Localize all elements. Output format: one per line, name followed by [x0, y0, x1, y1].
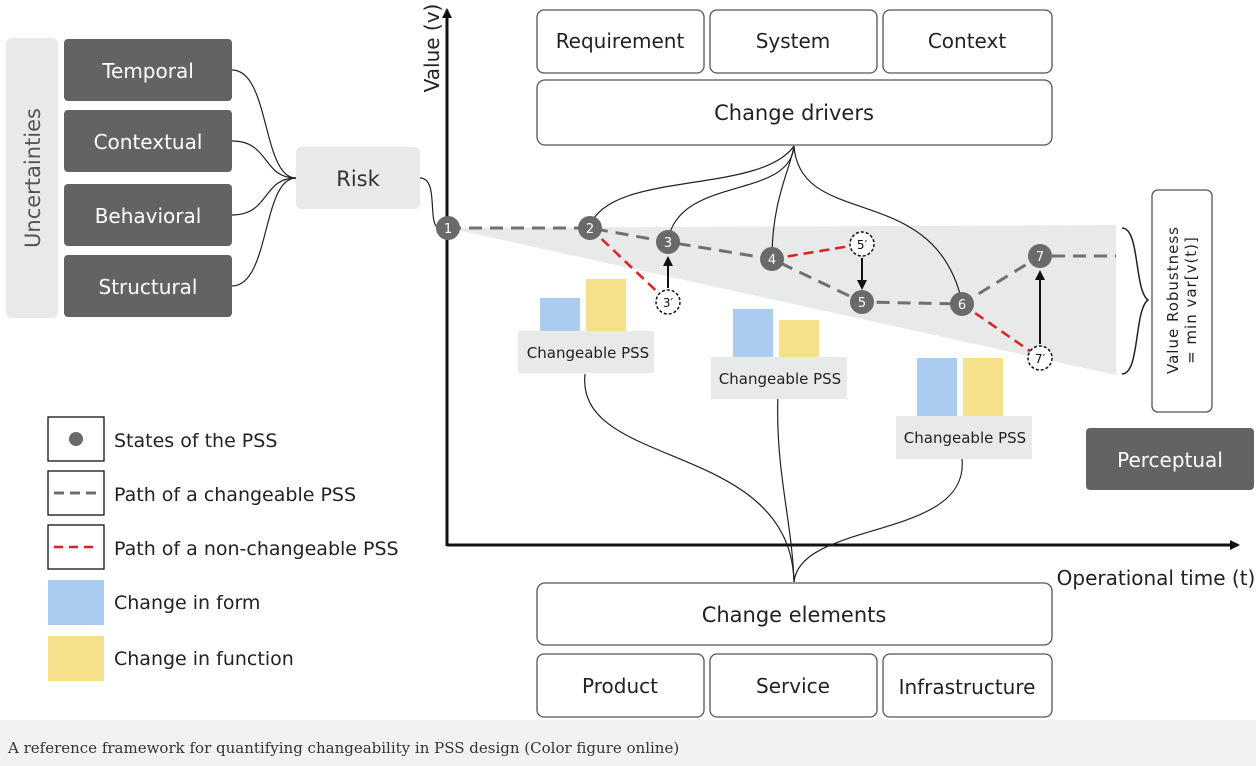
state-1-node: [436, 216, 460, 240]
value-robustness-region: [448, 225, 1116, 375]
alternate-state-nodes: 3′ 5′ 7′: [655, 231, 1053, 371]
perceptual-box: [1086, 428, 1254, 490]
uncertainty-structural-box: [64, 255, 232, 317]
element-service-box: [709, 653, 878, 718]
legend-non-changeable-label: Path of a non-changeable PSS: [114, 538, 399, 560]
state-3-prime-label: 3′: [663, 296, 674, 310]
uncertainty-temporal-box: [64, 39, 232, 101]
state-3-label: 3: [664, 236, 672, 251]
value-robustness-line1: Value Robustness: [1164, 226, 1182, 374]
uncertainty-contextual-box: [64, 110, 232, 172]
changeable-pss-1-box: [518, 331, 654, 373]
function-bar-1: [586, 279, 626, 331]
uncertainties-panel: [6, 38, 58, 318]
value-robustness-line2: = min var[v(t)]: [1182, 236, 1200, 364]
legend-states-label: States of the PSS: [114, 430, 277, 452]
changeable-pss-3-label: Changeable PSS: [904, 429, 1026, 447]
x-axis-label: Operational time (t): [1057, 566, 1256, 590]
y-axis-label: Value (v): [420, 4, 444, 93]
state-7-prime-node: [1027, 345, 1053, 371]
state-6-label: 6: [958, 298, 966, 313]
value-robustness-box: [1151, 189, 1213, 413]
uncertainty-contextual-label: Contextual: [94, 130, 203, 154]
element-infrastructure-label: Infrastructure: [899, 675, 1036, 699]
uncertainty-temporal-label: Temporal: [101, 59, 194, 83]
state-7-node: [1028, 244, 1052, 268]
state-5-node: [850, 290, 874, 314]
legend-form-label: Change in form: [114, 592, 260, 614]
driver-requirement-box: [536, 9, 705, 74]
change-elements-box: [536, 582, 1053, 646]
state-3-node: [656, 230, 680, 254]
change-drivers-box: [536, 79, 1053, 146]
perceptual-label: Perceptual: [1117, 448, 1223, 472]
change-drivers-label: Change drivers: [714, 101, 874, 125]
risk-label: Risk: [336, 167, 380, 191]
driver-context-label: Context: [928, 29, 1007, 53]
state-4-node: [760, 247, 784, 271]
function-bar-3: [963, 358, 1003, 416]
framework-figure: Uncertainties Temporal Contextual Behavi…: [0, 0, 1256, 720]
form-bar-3: [917, 358, 957, 416]
state-2-label: 2: [586, 222, 594, 237]
legend-changeable-label: Path of a changeable PSS: [114, 484, 356, 506]
element-service-label: Service: [756, 674, 830, 698]
driver-state-connectors: [589, 145, 963, 303]
uncertainty-behavioral-box: [64, 184, 232, 246]
risk-box: [296, 147, 420, 209]
changeable-pss-3-box: [896, 416, 1032, 459]
state-4-label: 4: [768, 253, 776, 268]
legend-function-swatch: [48, 636, 104, 681]
state-5-prime-label: 5′: [857, 238, 868, 252]
element-product-label: Product: [582, 674, 658, 698]
changeable-pss-2-label: Changeable PSS: [719, 370, 841, 388]
robustness-brace: [1121, 227, 1150, 375]
pss-element-connectors: [584, 373, 963, 583]
state-5-prime-node: [849, 231, 875, 257]
legend-form-swatch: [48, 580, 104, 625]
state-5-label: 5: [858, 296, 866, 311]
state-1-label: 1: [444, 222, 452, 237]
changeable-pss-1-label: Changeable PSS: [527, 344, 649, 362]
state-2-node: [578, 216, 602, 240]
figure-caption: A reference framework for quantifying ch…: [8, 739, 680, 757]
state-nodes: 1 2 3 4 5 6 7: [436, 216, 1052, 316]
form-bar-1: [540, 298, 580, 331]
change-arrows: [663, 256, 1045, 344]
state-7-label: 7: [1036, 250, 1044, 265]
state-7-prime-label: 7′: [1035, 352, 1046, 366]
driver-system-label: System: [756, 29, 831, 53]
legend-function-label: Change in function: [114, 648, 294, 670]
legend-state-dot: [69, 432, 83, 446]
driver-requirement-label: Requirement: [556, 29, 685, 53]
function-bar-2: [779, 320, 819, 357]
changeable-pss-path: [448, 226, 1116, 306]
element-product-box: [536, 653, 705, 718]
framework-diagram: Uncertainties Temporal Contextual Behavi…: [6, 4, 1256, 718]
form-bar-2: [733, 309, 773, 357]
change-elements-label: Change elements: [702, 603, 887, 627]
uncertainties-title: Uncertainties: [21, 108, 45, 248]
state-6-node: [950, 292, 974, 316]
driver-system-box: [709, 9, 878, 74]
element-infrastructure-box: [882, 653, 1053, 718]
non-changeable-pss-path: [589, 227, 1041, 360]
uncertainty-risk-connectors: [231, 69, 441, 287]
changeable-pss-2-box: [711, 357, 847, 399]
uncertainty-structural-label: Structural: [99, 275, 198, 299]
state-3-prime-node: [655, 289, 681, 315]
legend: States of the PSS Path of a changeable P…: [47, 416, 399, 681]
uncertainty-behavioral-label: Behavioral: [95, 204, 202, 228]
driver-context-box: [882, 9, 1053, 74]
